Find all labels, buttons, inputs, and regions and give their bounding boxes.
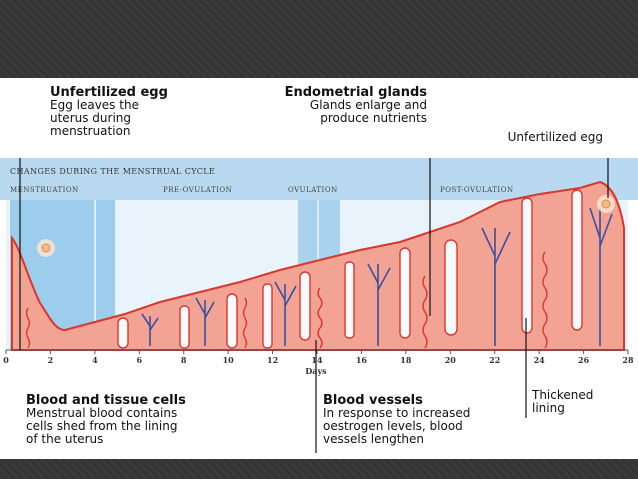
label-endometrial-glands: Endometrial glands Glands enlarge and pr… [284,85,427,125]
x-axis-tick-label: 6 [136,355,142,365]
label-blood-tissue-cells: Blood and tissue cells Menstrual blood c… [26,393,186,446]
egg-icon-left [37,239,55,257]
x-axis-tick-label: 8 [181,355,187,365]
chart-title: Changes during the menstrual cycle [10,167,215,176]
x-axis-tick-label: 2 [48,355,54,365]
chart-title-band [0,158,638,180]
x-axis-tick-label: 20 [445,355,457,365]
phase-label-ovulation: Ovulation [288,186,338,194]
label-thickened-lining: Thickened lining [532,388,594,415]
x-axis-tick-label: 24 [534,355,546,365]
x-axis-tick-label: 28 [622,355,634,365]
x-axis-tick-label: 22 [489,355,500,365]
endometrium-lining [11,180,625,351]
slide-footer-band [0,459,638,479]
slide-header-band [0,0,638,78]
egg-icon-right [597,195,615,213]
x-axis-tick-label: 16 [356,355,368,365]
x-axis-tick-label: 12 [267,355,278,365]
phase-band [0,180,638,200]
phase-label-menstruation: Menstruation [10,186,79,194]
label-unfertilized-egg-right: Unfertilized egg [507,130,603,144]
x-axis-tick-label: 14 [311,355,323,365]
blood-vessels [141,207,613,346]
diagram-panel: Changes during the menstrual cycle Menst… [0,78,638,459]
phase-label-post-ovulation: Post-ovulation [440,186,514,194]
x-axis-tick-label: 4 [92,355,98,365]
label-blood-vessels: Blood vessels In response to increased o… [323,393,471,446]
endometrial-glands [117,189,583,349]
leader-lines [19,158,609,453]
x-axis-tick-label: 26 [578,355,590,365]
menstrual-cycle-chart: Changes during the menstrual cycle Menst… [0,158,638,453]
spiral-arteries [25,251,548,349]
x-axis-tick-label: 0 [3,355,9,365]
x-axis-tick-label: 18 [400,355,412,365]
x-axis-tick-label: 10 [223,355,235,365]
label-unfertilized-egg-left: Unfertilized egg Egg leaves the uterus d… [50,85,168,138]
phase-label-pre-ovulation: Pre-ovulation [163,186,232,194]
